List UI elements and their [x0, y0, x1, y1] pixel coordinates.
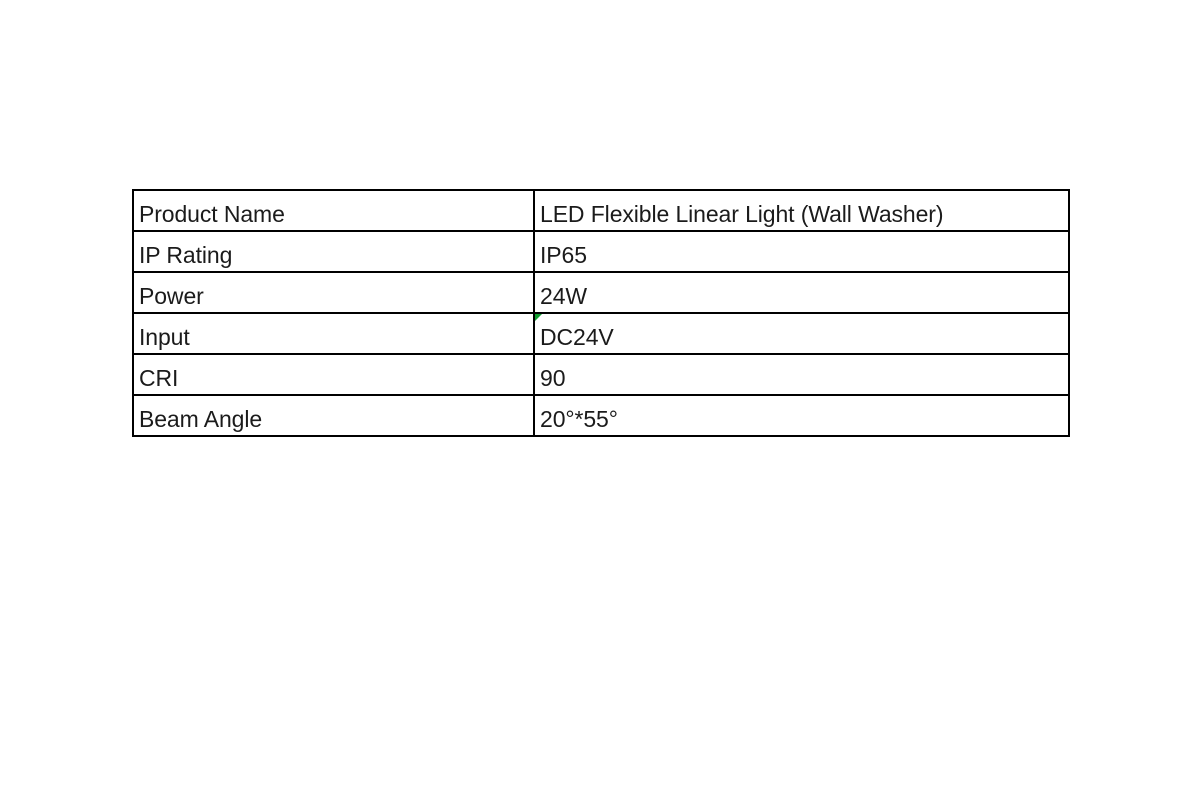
cell-comment-flag-icon: [536, 315, 542, 321]
table-row: Product Name LED Flexible Linear Light (…: [132, 189, 1070, 232]
spec-value-cri: 90: [533, 353, 1070, 396]
spec-label-input: Input: [132, 312, 535, 355]
spec-value-input-text: DC24V: [540, 324, 614, 350]
spec-value-ip-rating: IP65: [533, 230, 1070, 273]
spec-label-power: Power: [132, 271, 535, 314]
spec-table: Product Name LED Flexible Linear Light (…: [132, 189, 1070, 437]
product-specification-sheet: Product Name LED Flexible Linear Light (…: [132, 189, 1070, 437]
table-row: IP Rating IP65: [132, 230, 1070, 273]
spec-label-beam-angle: Beam Angle: [132, 394, 535, 437]
spec-label-product-name: Product Name: [132, 189, 535, 232]
table-row: CRI 90: [132, 353, 1070, 396]
table-row: Beam Angle 20°*55°: [132, 394, 1070, 437]
spec-label-ip-rating: IP Rating: [132, 230, 535, 273]
spec-label-cri: CRI: [132, 353, 535, 396]
spec-table-body: Product Name LED Flexible Linear Light (…: [132, 189, 1070, 437]
spec-value-product-name: LED Flexible Linear Light (Wall Washer): [533, 189, 1070, 232]
spec-value-beam-angle: 20°*55°: [533, 394, 1070, 437]
spec-value-input: DC24V: [533, 312, 1070, 355]
table-row: Input DC24V: [132, 312, 1070, 355]
table-row: Power 24W: [132, 271, 1070, 314]
spec-value-power: 24W: [533, 271, 1070, 314]
